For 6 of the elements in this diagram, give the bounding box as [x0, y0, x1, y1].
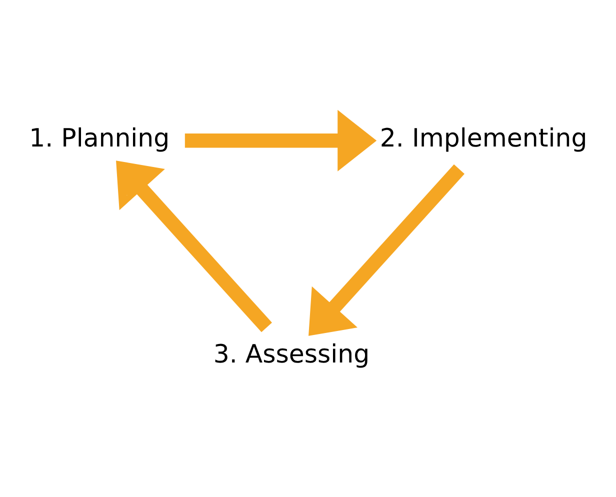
node-text: 2. Implementing [380, 124, 588, 153]
arrow [184, 110, 377, 172]
arrow [116, 160, 272, 332]
arrow [308, 164, 464, 336]
node-text: 1. Planning [29, 124, 170, 153]
node-text: 3. Assessing [213, 339, 370, 368]
